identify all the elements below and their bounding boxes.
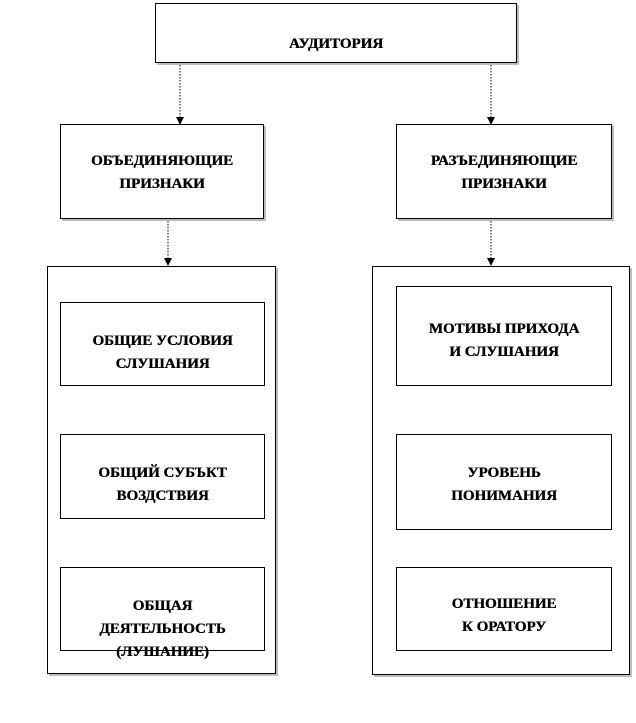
right-item-label: МОТИВЫ ПРИХОДА И СЛУШАНИЯ	[428, 321, 580, 360]
left-item-activity: ОБЩАЯ ДЕЯТЕЛЬНОСТЬ (ЛУШАНИЕ)	[60, 567, 265, 660]
right-item-label: ОТНОШЕНИЕ К ОРАТОРУ	[451, 596, 557, 635]
left-item-label: ОБЩАЯ ДЕЯТЕЛЬНОСТЬ (ЛУШАНИЕ)	[99, 598, 226, 660]
root-label: АУДИТОРИЯ	[288, 36, 384, 52]
right-item-understanding: УРОВЕНЬ ПОНИМАНИЯ	[396, 434, 612, 530]
right-header-label: РАЗЪЕДИНЯЮЩИЕ ПРИЗНАКИ	[430, 153, 578, 192]
root-node: АУДИТОРИЯ	[155, 3, 517, 63]
arrowhead-right-container	[487, 258, 495, 266]
right-header-node: РАЗЪЕДИНЯЮЩИЕ ПРИЗНАКИ	[396, 124, 612, 219]
left-item-conditions: ОБЩИЕ УСЛОВИЯ СЛУШАНИЯ	[60, 302, 265, 386]
left-header-label: ОБЪЕДИНЯЮЩИЕ ПРИЗНАКИ	[90, 153, 234, 192]
left-item-subject: ОБЩИЙ СУБЪКТ ВОЗДСТВИЯ	[60, 434, 265, 519]
arrowhead-left-container	[164, 258, 172, 266]
left-header-node: ОБЪЕДИНЯЮЩИЕ ПРИЗНАКИ	[60, 124, 264, 219]
right-item-motives: МОТИВЫ ПРИХОДА И СЛУШАНИЯ	[396, 286, 612, 386]
right-item-attitude: ОТНОШЕНИЕ К ОРАТОРУ	[396, 567, 612, 651]
right-item-label: УРОВЕНЬ ПОНИМАНИЯ	[451, 465, 557, 504]
left-item-label: ОБЩИЙ СУБЪКТ ВОЗДСТВИЯ	[98, 465, 227, 504]
left-item-label: ОБЩИЕ УСЛОВИЯ СЛУШАНИЯ	[92, 333, 233, 372]
